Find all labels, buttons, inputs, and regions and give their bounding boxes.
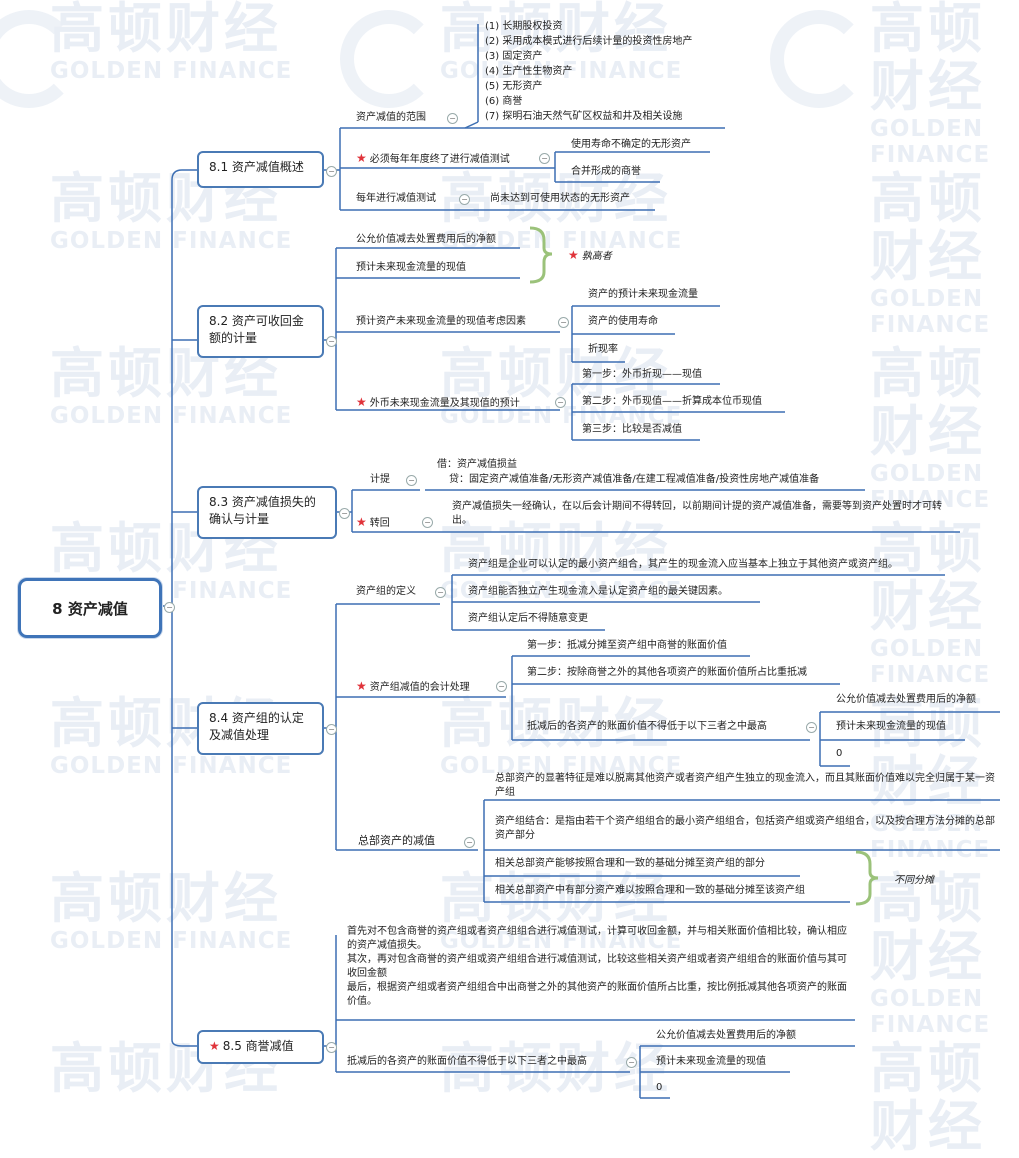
- collapse-icon[interactable]: −: [459, 194, 470, 205]
- scope-label: 资产减值的范围: [356, 112, 426, 123]
- annual-must-text: 必须每年年度终了进行减值测试: [369, 154, 510, 165]
- collapse-icon[interactable]: −: [339, 508, 350, 519]
- acct-text: 资产组减值的会计处理: [369, 682, 470, 693]
- section-8-1-node[interactable]: 8.1 资产减值概述: [197, 151, 324, 188]
- scope-item-6: (6) 商誉: [485, 96, 523, 107]
- higher-note: ★孰高者: [568, 247, 612, 262]
- fx-text: 外币未来现金流量及其现值的预计: [369, 398, 520, 409]
- def-item-3: 资产组认定后不得随意变更: [468, 613, 588, 624]
- acct-step-1: 第一步：抵减分摊至资产组中商誉的账面价值: [527, 640, 727, 651]
- section-8-2-node[interactable]: 8.2 资产可收回金额的计量: [197, 305, 324, 358]
- collapse-icon[interactable]: −: [555, 397, 566, 408]
- higher-text: 孰高者: [581, 251, 612, 262]
- collapse-icon[interactable]: −: [806, 722, 817, 733]
- factor-item-2: 资产的使用寿命: [588, 316, 658, 327]
- factor-item-3: 折现率: [588, 344, 618, 355]
- hq-item-4: 相关总部资产中有部分资产难以按照合理和一致的基础分摊至该资产组: [495, 885, 805, 896]
- star-icon: ★: [209, 1039, 220, 1053]
- collapse-icon[interactable]: −: [326, 336, 337, 347]
- star-icon: ★: [568, 248, 579, 262]
- section-title: 8.1 资产减值概述: [209, 160, 304, 174]
- gw-floor-item-3: 0: [656, 1082, 663, 1093]
- annual-must-label: ★必须每年年度终了进行减值测试: [356, 151, 510, 167]
- hq-label: 总部资产的减值: [358, 834, 435, 847]
- def-label: 资产组的定义: [356, 586, 416, 597]
- floor-item-3: 0: [836, 748, 843, 759]
- collapse-icon[interactable]: −: [406, 475, 417, 486]
- scope-item-1: (1) 长期股权投资: [485, 21, 563, 32]
- collapse-icon[interactable]: −: [539, 153, 550, 164]
- pv-label: 预计未来现金流量的现值: [356, 262, 466, 273]
- section-title: 8.3 资产减值损失的确认与计量: [209, 495, 316, 526]
- star-icon: ★: [356, 151, 367, 165]
- scope-item-4: (4) 生产性生物资产: [485, 66, 573, 77]
- star-icon: ★: [356, 395, 367, 409]
- collapse-icon[interactable]: −: [464, 837, 475, 848]
- acct-step-2: 第二步：按除商誉之外的其他各项资产的账面价值所占比重抵减: [527, 667, 807, 678]
- acct-label: ★资产组减值的会计处理: [356, 679, 470, 695]
- collapse-icon[interactable]: −: [422, 517, 433, 528]
- collapse-icon[interactable]: −: [326, 724, 337, 735]
- collapse-icon[interactable]: −: [326, 1042, 337, 1053]
- scope-item-2: (2) 采用成本模式进行后续计量的投资性房地产: [485, 36, 693, 47]
- root-title: 8 资产减值: [52, 599, 128, 618]
- acct-floor: 抵减后的各资产的账面价值不得低于以下三者之中最高: [527, 721, 767, 732]
- hq-item-1: 总部资产的显著特征是难以脱离其他资产或者资产组产生独立的现金流入，而且其账面价值…: [495, 773, 995, 798]
- fx-step-3: 第三步：比较是否减值: [582, 424, 682, 435]
- fx-step-1: 第一步：外币折现——现值: [582, 369, 702, 380]
- floor-item-2: 预计未来现金流量的现值: [836, 721, 946, 732]
- reverse-detail: 资产减值损失一经确认，在以后会计期间不得转回，以前期间计提的资产减值准备，需要等…: [452, 501, 942, 526]
- collapse-icon[interactable]: −: [626, 1057, 637, 1068]
- def-item-2: 资产组能否独立产生现金流入是认定资产组的最关键因素。: [468, 586, 728, 597]
- fx-label: ★外币未来现金流量及其现值的预计: [356, 395, 520, 411]
- fx-step-2: 第二步：外币现值——折算成本位币现值: [582, 396, 762, 407]
- annual-test-item: 尚未达到可使用状态的无形资产: [490, 193, 630, 204]
- annual-item-1: 使用寿命不确定的无形资产: [571, 139, 691, 150]
- gw-floor-item-2: 预计未来现金流量的现值: [656, 1056, 766, 1067]
- collapse-icon[interactable]: −: [435, 587, 446, 598]
- scope-item-7: (7) 探明石油天然气矿区权益和井及相关设施: [485, 111, 683, 122]
- hq-item-2: 资产组结合：是指由若干个资产组组合的最小资产组组合，包括资产组或资产组组合，以及…: [495, 816, 995, 841]
- reverse-text: 转回: [369, 518, 390, 529]
- goodwill-floor: 抵减后的各资产的账面价值不得低于以下三者之中最高: [347, 1056, 587, 1067]
- scope-item-3: (3) 固定资产: [485, 51, 543, 62]
- root-node[interactable]: 8 资产减值: [18, 578, 162, 638]
- gw-floor-item-1: 公允价值减去处置费用后的净额: [656, 1030, 796, 1041]
- section-8-4-node[interactable]: 8.4 资产组的认定及减值处理: [197, 702, 324, 755]
- section-8-3-node[interactable]: 8.3 资产减值损失的确认与计量: [197, 486, 337, 539]
- factors-label: 预计资产未来现金流量的现值考虑因素: [356, 316, 526, 327]
- section-8-5-node[interactable]: ★8.5 商誉减值: [197, 1030, 324, 1064]
- star-icon: ★: [356, 515, 367, 529]
- def-item-1: 资产组是企业可以认定的最小资产组合，其产生的现金流入应当基本上独立于其他资产或资…: [468, 559, 898, 570]
- credit-entry: 贷：固定资产减值准备/无形资产减值准备/在建工程减值准备/投资性房地产减值准备: [449, 474, 820, 485]
- goodwill-description: 首先对不包含商誉的资产组或者资产组组合进行减值测试，计算可收回金额，并与相关账面…: [347, 926, 847, 1007]
- floor-item-1: 公允价值减去处置费用后的净额: [836, 694, 976, 705]
- hq-item-3: 相关总部资产能够按照合理和一致的基础分摊至资产组的部分: [495, 858, 765, 869]
- star-icon: ★: [356, 679, 367, 693]
- collapse-icon[interactable]: −: [447, 113, 458, 124]
- debit-entry: 借：资产减值损益: [437, 459, 517, 470]
- collapse-icon[interactable]: −: [326, 166, 337, 177]
- reverse-label: ★转回: [356, 515, 390, 531]
- factor-item-1: 资产的预计未来现金流量: [588, 289, 698, 300]
- fair-value-label: 公允价值减去处置费用后的净额: [356, 234, 496, 245]
- diff-note: 不同分摊: [894, 875, 934, 886]
- collapse-icon[interactable]: −: [558, 317, 569, 328]
- annual-item-2: 合并形成的商誉: [571, 166, 641, 177]
- accrue-label: 计提: [370, 474, 390, 485]
- section-title: 8.2 资产可收回金额的计量: [209, 314, 304, 345]
- section-title: 8.5 商誉减值: [222, 1039, 294, 1053]
- collapse-icon[interactable]: −: [164, 602, 175, 613]
- section-title: 8.4 资产组的认定及减值处理: [209, 711, 304, 742]
- annual-test-label: 每年进行减值测试: [356, 193, 436, 204]
- scope-item-5: (5) 无形资产: [485, 81, 543, 92]
- collapse-icon[interactable]: −: [496, 681, 507, 692]
